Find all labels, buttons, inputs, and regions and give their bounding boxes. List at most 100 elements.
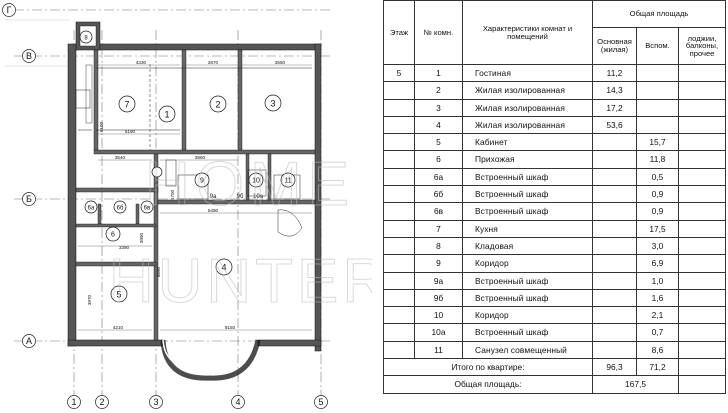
cell-other-area bbox=[677, 63, 727, 83]
cell-main-area bbox=[592, 340, 637, 360]
axis-label-1: 1 bbox=[71, 397, 76, 407]
cell-main-area bbox=[592, 236, 637, 256]
cell-room-name: Прихожая bbox=[462, 150, 593, 169]
cell-main-area bbox=[592, 323, 637, 342]
cell-main-area bbox=[592, 288, 637, 308]
cell-room-name: Жилая изолированная bbox=[462, 115, 593, 135]
cell-room-name: Встроенный шкаф bbox=[462, 271, 593, 290]
room-label: 6а bbox=[88, 206, 95, 212]
cell-floor bbox=[383, 115, 415, 135]
dim-label: 6100 bbox=[99, 121, 104, 132]
cell-room-name: Жилая изолированная bbox=[462, 98, 593, 117]
cell-floor bbox=[383, 133, 415, 152]
grand-total-other bbox=[677, 375, 727, 394]
dim-label: 3970 bbox=[87, 294, 92, 305]
cell-room-name: Кладовая bbox=[462, 236, 593, 256]
grand-total-value: 167,5 bbox=[592, 375, 679, 394]
dim-label: 4210 bbox=[113, 325, 124, 330]
cell-floor bbox=[383, 288, 415, 308]
cell-main-area bbox=[592, 219, 637, 238]
dim-label: 5190 bbox=[125, 129, 136, 134]
cell-aux-area: 0,9 bbox=[636, 185, 679, 204]
subtotal-other bbox=[677, 358, 727, 377]
cell-main-area bbox=[592, 254, 637, 273]
dim-label: 2870 bbox=[208, 60, 219, 65]
cell-other-area bbox=[677, 98, 727, 117]
cell-main-area: 11,2 bbox=[592, 63, 637, 83]
cell-room-number: 8 bbox=[414, 236, 463, 256]
dim-label: 3860 bbox=[195, 155, 206, 160]
cell-aux-area: 2,1 bbox=[636, 306, 679, 325]
dim-label: 3550 bbox=[275, 60, 286, 65]
grand-total-label: Общая площадь: bbox=[383, 375, 593, 394]
room-label: 9а bbox=[210, 194, 217, 200]
subtotal-main: 96,3 bbox=[592, 358, 637, 377]
axis-label-3: 3 bbox=[153, 397, 158, 407]
cell-main-area bbox=[592, 271, 637, 290]
axis-bubble-5 bbox=[314, 395, 328, 409]
cell-floor bbox=[383, 202, 415, 221]
cell-room-number: 4 bbox=[414, 115, 463, 135]
cell-floor bbox=[383, 323, 415, 342]
cell-other-area bbox=[677, 323, 727, 342]
cell-floor bbox=[383, 219, 415, 238]
dim-label: 1700 bbox=[170, 189, 175, 200]
cell-room-number: 6в bbox=[414, 202, 463, 221]
watermark-bottom: HUNTER bbox=[109, 247, 372, 316]
cell-room-name: Гостиная bbox=[462, 63, 593, 83]
cell-floor bbox=[383, 340, 415, 360]
axis-label-v: В bbox=[26, 51, 32, 61]
cell-room-name: Встроенный шкаф bbox=[462, 288, 593, 308]
room-label: 8 bbox=[84, 36, 88, 42]
cell-floor bbox=[383, 254, 415, 273]
cell-main-area: 14,3 bbox=[592, 81, 637, 100]
cell-aux-area: 0,7 bbox=[636, 323, 679, 342]
axis-label-b: Б bbox=[26, 194, 32, 204]
dim-label: 4330 bbox=[136, 60, 147, 65]
room-label: 5 bbox=[116, 290, 121, 300]
cell-room-name: Санузел совмещенный bbox=[462, 340, 593, 360]
axis-bubble-4 bbox=[231, 395, 245, 409]
room-label: 6б bbox=[117, 206, 124, 212]
dim-label: 3540 bbox=[115, 155, 126, 160]
cell-floor: 5 bbox=[383, 63, 415, 83]
cell-other-area bbox=[677, 167, 727, 187]
cell-main-area bbox=[592, 150, 637, 169]
header-other-area: лоджии, балконы, прочее bbox=[677, 27, 727, 65]
cell-aux-area: 0,9 bbox=[636, 202, 679, 221]
cell-room-number: 6 bbox=[414, 150, 463, 169]
axis-bubble-g bbox=[2, 3, 16, 17]
cell-floor bbox=[383, 98, 415, 117]
cell-aux-area: 1,6 bbox=[636, 288, 679, 308]
watermark-top: HOME bbox=[145, 150, 355, 219]
header-total-area: Общая площадь bbox=[591, 0, 727, 28]
header-aux-area: Вспом. bbox=[636, 27, 679, 65]
header-description: Характеристики комнат и помещений bbox=[462, 0, 593, 65]
cell-room-number: 3 bbox=[414, 98, 463, 117]
subtotal-aux: 71,2 bbox=[636, 358, 679, 377]
cell-aux-area: 11,8 bbox=[636, 150, 679, 169]
cell-main-area bbox=[592, 306, 637, 325]
cell-other-area bbox=[677, 306, 727, 325]
axis-label-4: 4 bbox=[235, 397, 240, 407]
room-label: 1 bbox=[164, 110, 169, 120]
cell-main-area bbox=[592, 133, 637, 152]
cell-room-number: 6б bbox=[414, 185, 463, 204]
cell-room-name: Коридор bbox=[462, 254, 593, 273]
cell-aux-area: 6,9 bbox=[636, 254, 679, 273]
room-label: 9 bbox=[200, 178, 204, 185]
